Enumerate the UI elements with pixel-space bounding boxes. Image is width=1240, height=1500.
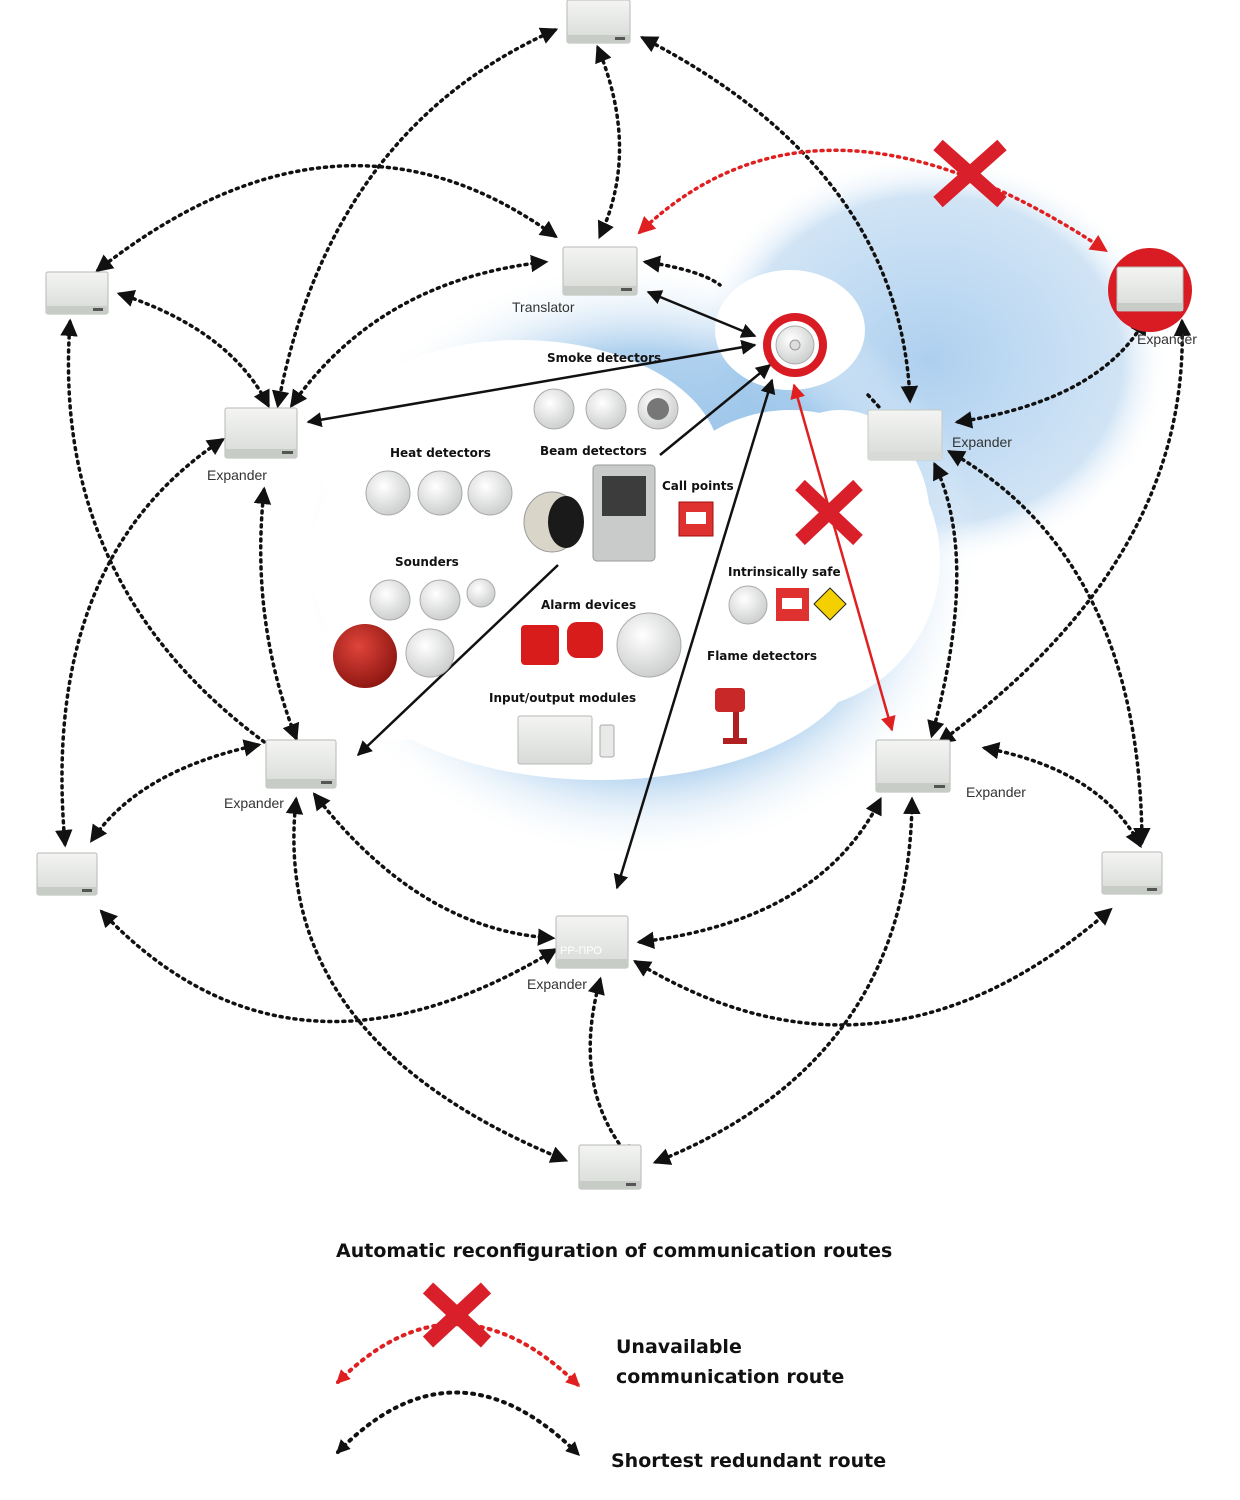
category-label-sounders: Sounders: [395, 555, 459, 569]
route: [639, 36, 919, 404]
flame-detector-icon: [715, 688, 747, 744]
expander-device-bottom-center: РР-ПРО: [555, 915, 629, 969]
expander-device-top: [566, 0, 631, 44]
route: [946, 450, 1151, 846]
heat-detector-icon: [365, 470, 513, 516]
category-label-intrinsic: Intrinsically safe: [728, 565, 841, 579]
category-label-call: Call points: [662, 479, 734, 493]
alarm-device-icon: [521, 612, 682, 678]
route: [633, 907, 1113, 1027]
route: [954, 316, 1147, 429]
route: [595, 44, 622, 240]
route: [289, 254, 549, 408]
expander-device-ne: [1108, 248, 1192, 332]
cross-icon: [795, 479, 863, 546]
route: [253, 486, 300, 742]
route: [285, 796, 569, 1163]
call-point-icon: [678, 501, 714, 537]
legend-shortest-symbol: [336, 1390, 580, 1456]
expander-device-right: [867, 409, 943, 461]
category-label-smoke: Smoke detectors: [547, 351, 661, 365]
cross-icon: [933, 139, 1007, 208]
route: [642, 255, 722, 287]
legend-unavailable-symbol: [336, 1282, 581, 1387]
route: [55, 438, 225, 848]
redundant-routes: [55, 27, 1192, 1165]
device-marking: РР-ПРО: [560, 945, 602, 957]
expander-label-left: Expander: [207, 467, 267, 483]
expander-device-lower-left: [265, 739, 337, 789]
expander-device-far-right: [1101, 851, 1163, 895]
expander-label-bottom-center: Expander: [527, 976, 587, 992]
expander-device-upper-left: [45, 271, 109, 315]
expander-device-far-left: [36, 852, 98, 896]
category-label-heat: Heat detectors: [390, 446, 491, 460]
translator-label: Translator: [512, 299, 575, 315]
legend-title: Automatic reconfiguration of communicati…: [336, 1240, 892, 1262]
cross-icon: [422, 1282, 492, 1348]
route: [587, 976, 635, 1163]
expander-device-bottom: [578, 1144, 642, 1190]
intrinsically-safe-icon: [728, 585, 847, 625]
sounder-icon: [333, 578, 496, 688]
category-label-beam: Beam detectors: [540, 444, 647, 458]
expander-device-left: [224, 407, 298, 459]
route: [652, 796, 921, 1165]
translator-device: [562, 246, 638, 296]
expander-label-lower-right: Expander: [966, 784, 1026, 800]
route: [116, 290, 270, 409]
broken-direct-route: [790, 383, 896, 732]
expander-label-right: Expander: [952, 434, 1012, 450]
route: [90, 739, 262, 843]
legend-shortest: Shortest redundant route: [611, 1450, 886, 1472]
route: [95, 163, 558, 273]
category-label-io: Input/output modules: [489, 691, 636, 705]
smoke-detector-icon: [533, 388, 679, 430]
central-detector-icon: [763, 313, 827, 377]
route: [99, 909, 558, 1024]
unavailable-route: [637, 148, 1108, 252]
legend-unavailable-line1: Unavailable: [616, 1336, 742, 1358]
legend-unavailable-line2: communication route: [616, 1366, 844, 1388]
direct-routes: [306, 290, 776, 890]
category-label-alarm: Alarm devices: [541, 598, 636, 612]
expander-device-lower-right: [875, 739, 951, 793]
expander-label-lower-left: Expander: [224, 795, 284, 811]
io-module-icon: [517, 715, 615, 765]
category-label-flame: Flame detectors: [707, 649, 817, 663]
beam-detector-icon: [523, 464, 656, 562]
expander-label-ne: Expander: [1137, 331, 1197, 347]
